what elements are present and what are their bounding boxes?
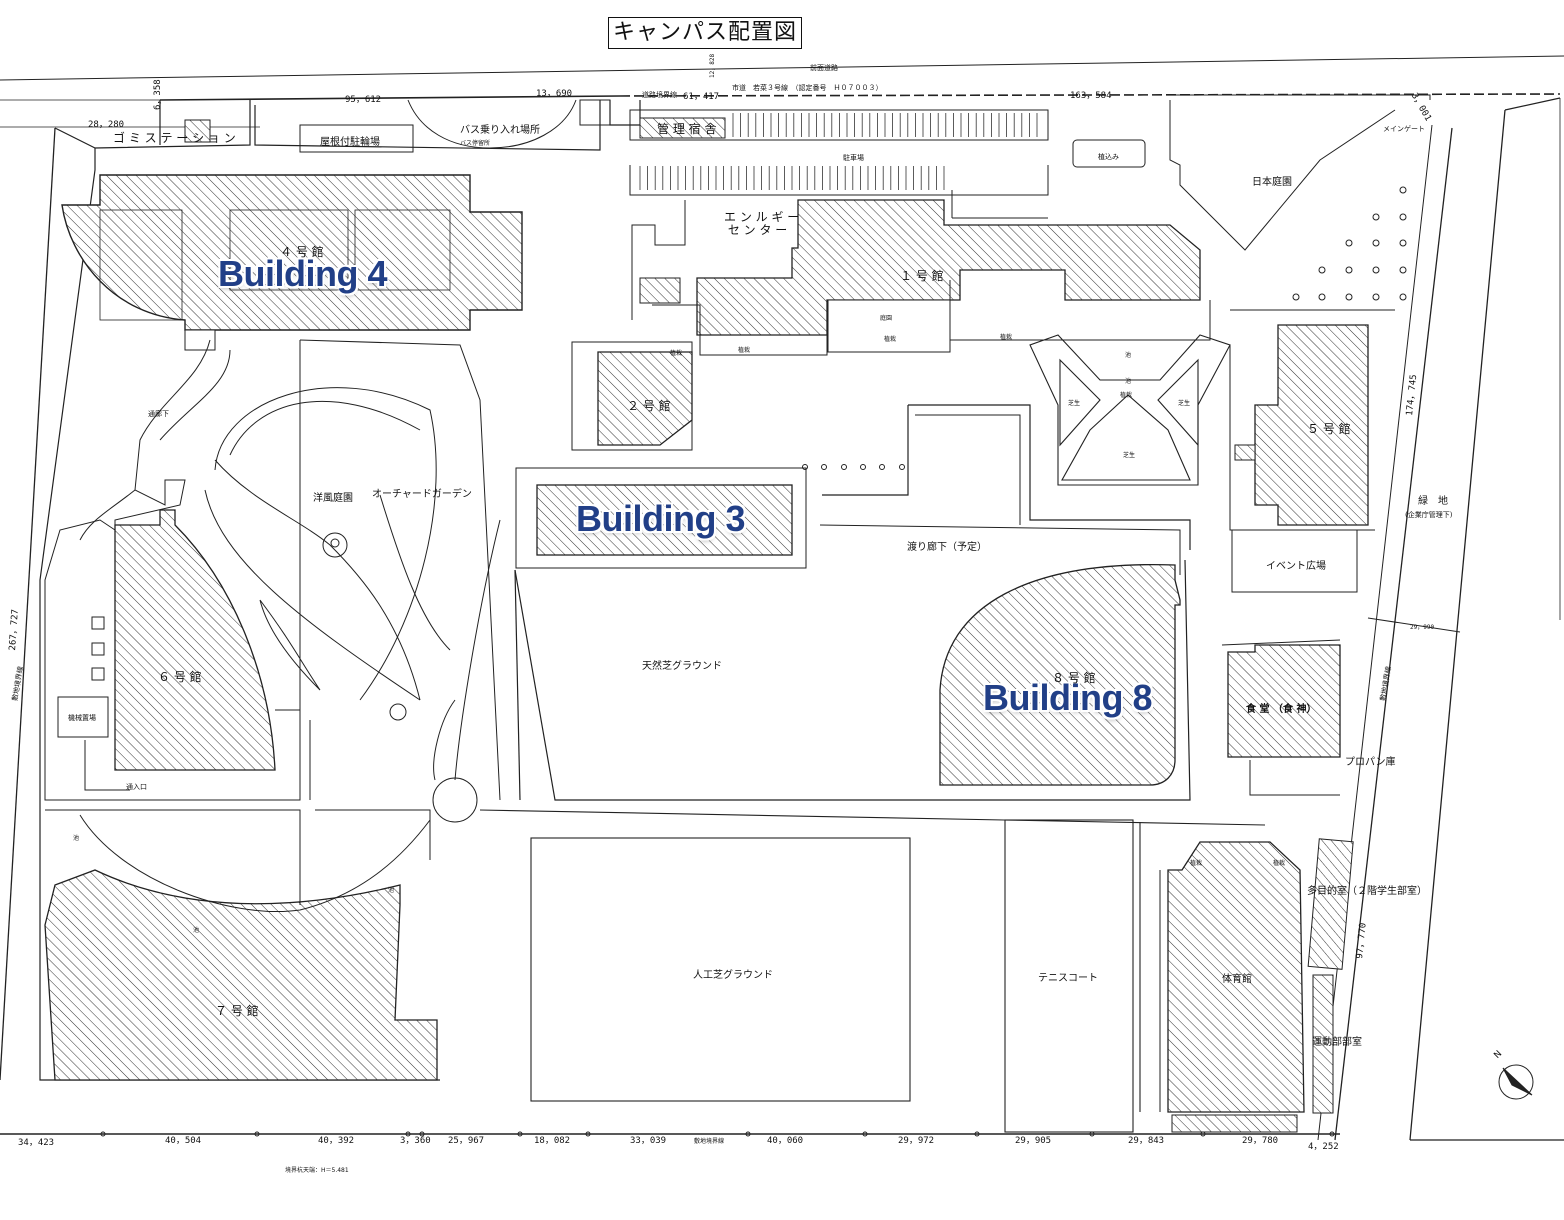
dim-bottom-8: 40，060 — [767, 1136, 804, 1146]
energy-center-label: エ ン ル ギ ー セ ン タ ー — [724, 210, 800, 237]
plant-label-2: 植栽 — [738, 347, 751, 354]
turf-label-3: 芝生 — [1123, 452, 1136, 459]
multipurpose-label: 多目的室（２階学生部室） — [1307, 886, 1427, 897]
dim-bottom-11: 29，843 — [1128, 1136, 1165, 1146]
plant-label-4: 植栽 — [1120, 392, 1133, 399]
garbage-station-label: ゴ ミ ス テ ー シ ョ ン — [113, 131, 236, 145]
building-4-label: ４ 号 館 — [280, 245, 324, 259]
building-5-label: ５ 号 館 — [1307, 422, 1351, 436]
plant-label-3: 植栽 — [1000, 334, 1013, 341]
entrance-label: 通入口 — [126, 783, 147, 791]
dim-bottom-12: 29，780 — [1242, 1136, 1279, 1146]
dim-bottom-6: 18，082 — [534, 1136, 571, 1146]
compass-icon — [1498, 1064, 1534, 1100]
building-4-overlay-label[interactable]: Building 4 — [218, 253, 388, 294]
bottom-boundary-label: 敷地境界線 — [694, 1138, 725, 1145]
building-2-label: ２ 号 館 — [627, 399, 671, 413]
dim-bottom-7: 33，039 — [630, 1136, 667, 1146]
green-zone-label: 緑 地 — [1418, 496, 1448, 507]
main-gate-label: メインゲート — [1383, 125, 1425, 133]
cafeteria-label: 食 堂 （食 神） — [1246, 704, 1317, 715]
road-boundary-label: 道路境界線 — [642, 91, 677, 99]
propane-label: プロパン庫 — [1345, 757, 1396, 768]
city-road-label: 市道 若菜３号線 （認定番号 Ｈ０７００３） — [732, 84, 883, 92]
corridor-label: 通廊下 — [148, 410, 169, 418]
map-title: キャンパス配置図 — [608, 17, 802, 49]
benchmark-label: 境界杭天端：H＝5.481 — [285, 1167, 349, 1174]
plant-label-6: 植栽 — [1190, 860, 1203, 867]
dim-12828: 12，828 — [709, 53, 716, 78]
dim-6358: 6，358 — [153, 79, 163, 110]
parking-label: 駐車場 — [843, 154, 864, 162]
building-1-shape — [639, 199, 1201, 356]
dim-bottom-4: 3，360 — [400, 1136, 431, 1146]
pond-label-4: 池 — [388, 887, 395, 894]
bus-stop-label: バス乗り入れ場所 — [460, 125, 540, 136]
building-1-label: １ 号 館 — [900, 269, 944, 283]
pond-label-5: 池 — [193, 927, 200, 934]
natural-turf-label: 天然芝グラウンド — [642, 661, 722, 672]
building-6-shape — [57, 509, 276, 791]
dim-bottom-9: 29，972 — [898, 1136, 935, 1146]
pond-label-3: 池 — [73, 835, 80, 842]
dim-28280: 28，280 — [88, 120, 125, 130]
cafeteria-shape — [1221, 617, 1461, 796]
building-5-shape — [1229, 309, 1395, 593]
building-6-label: ６ 号 館 — [158, 670, 202, 684]
orchard-garden-label: オーチャードガーデン — [372, 489, 472, 500]
plant-label-1: 植栽 — [884, 336, 897, 343]
club-room-label: 運動部部室 — [1312, 1037, 1362, 1048]
turf-label-2: 芝生 — [1178, 400, 1191, 407]
building-3-shape — [515, 404, 1191, 575]
dim-bottom-3: 40，392 — [318, 1136, 355, 1146]
gym-shape — [1159, 838, 1354, 1133]
building-4-shape — [61, 174, 523, 351]
dim-bottom-1: 34，423 — [18, 1138, 55, 1148]
building-7-shape — [44, 809, 438, 1081]
dim-bottom-2: 40，504 — [165, 1136, 202, 1146]
dim-61417: 61，417 — [683, 92, 720, 102]
western-garden-label: 洋風庭園 — [313, 493, 353, 504]
building-8-shape — [939, 563, 1181, 786]
plant-label-5: 植栽 — [670, 350, 683, 357]
building-3-overlay-label[interactable]: Building 3 — [576, 498, 746, 539]
pond-label-2: 池 — [1125, 378, 1132, 385]
admin-dorm-label: 管 理 宿 舎 — [657, 122, 717, 136]
green-zone-note: (企業庁管理下) — [1405, 511, 1453, 519]
plant-label-7: 植栽 — [1273, 860, 1286, 867]
machine-yard-label: 機械置場 — [68, 714, 96, 722]
turf-label-1: 芝生 — [1068, 400, 1081, 407]
tennis-label: テニスコート — [1038, 973, 1098, 984]
dim-163584: 163，584 — [1070, 91, 1112, 101]
artificial-turf-label: 人工芝グラウンド — [693, 970, 773, 981]
dim-95612: 95，612 — [345, 95, 382, 105]
covered-bike-label: 屋根付駐輪場 — [320, 137, 380, 148]
japanese-garden-label: 日本庭園 — [1252, 177, 1292, 188]
front-road-label: 前面道路 — [810, 64, 838, 72]
courtyard-label: 庭園 — [880, 315, 893, 322]
dim-bottom-10: 29，905 — [1015, 1136, 1052, 1146]
dim-13690: 13，690 — [536, 89, 573, 99]
dim-bottom-13: 4，252 — [1308, 1142, 1339, 1152]
dim-bottom-5: 25，967 — [448, 1136, 485, 1146]
building-8-overlay-label[interactable]: Building 8 — [983, 677, 1153, 718]
building-8-label: ８ 号 館 — [1052, 671, 1096, 685]
event-plaza-label: イベント広場 — [1266, 561, 1326, 572]
dim-29990: 29，990 — [1410, 624, 1435, 631]
bus-wait-label: バス停留所 — [460, 140, 491, 147]
building-7-label: ７ 号 館 — [215, 1004, 259, 1018]
building-2-shape — [571, 304, 701, 451]
planting-label: 植込み — [1098, 153, 1119, 161]
crossing-corridor-label: 渡り廊下（予定） — [907, 542, 987, 553]
pond-label-1: 池 — [1125, 352, 1132, 359]
gym-label: 体育館 — [1222, 974, 1252, 985]
